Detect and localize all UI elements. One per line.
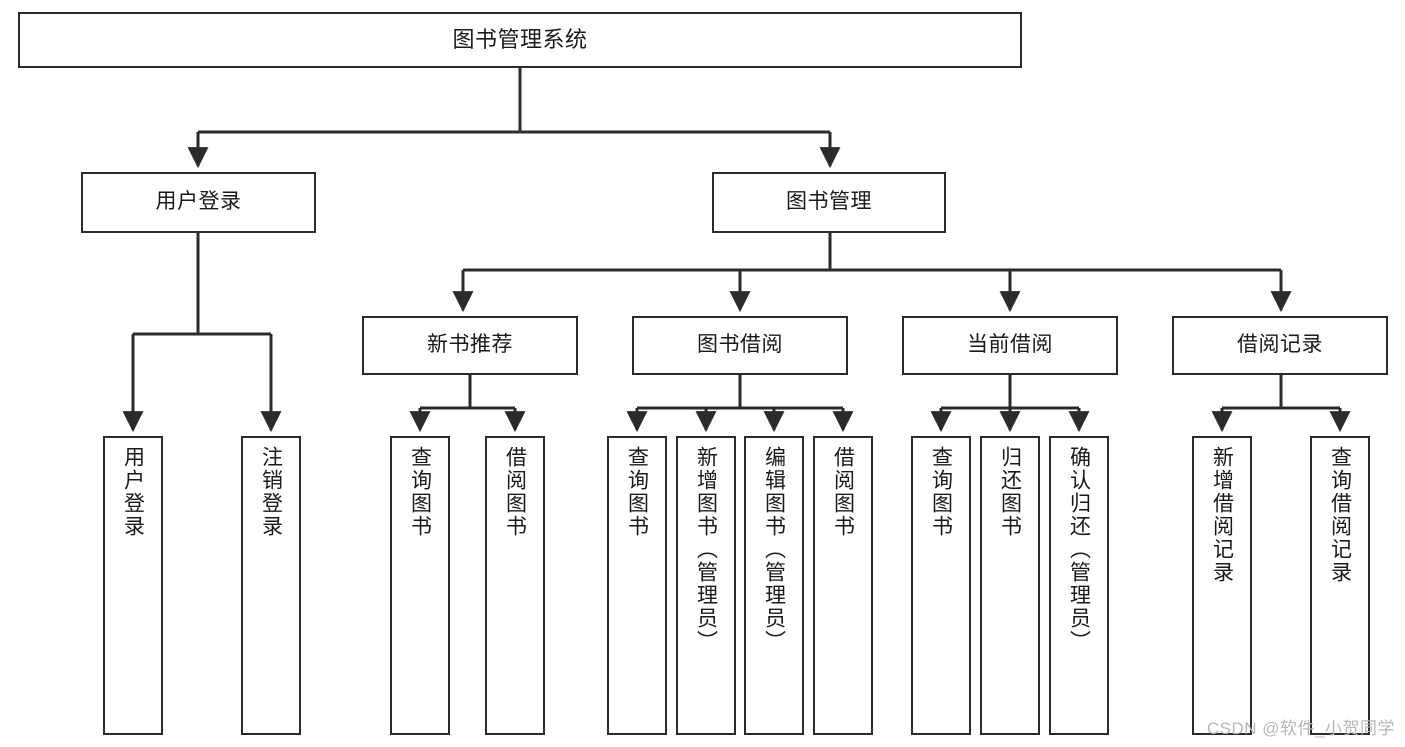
node-leaf-user-logout-label: 注销登录 (259, 446, 283, 538)
node-leaf-borrow-query[interactable]: 查询图书 (607, 436, 667, 735)
node-book-borrow-label: 图书借阅 (697, 333, 783, 357)
node-leaf-rec-query-label: 查询图书 (408, 446, 432, 538)
node-book-manage[interactable]: 图书管理 (712, 172, 946, 233)
node-leaf-rec-add[interactable]: 新增借阅记录 (1192, 436, 1252, 735)
node-leaf-user-login[interactable]: 用户登录 (103, 436, 163, 735)
node-leaf-cur-query-label: 查询图书 (929, 446, 953, 538)
node-current-borrow[interactable]: 当前借阅 (902, 316, 1118, 375)
node-leaf-user-login-label: 用户登录 (121, 446, 145, 538)
node-leaf-borrow-add[interactable]: 新增图书（管理员） (676, 436, 736, 735)
node-leaf-cur-query[interactable]: 查询图书 (911, 436, 971, 735)
node-borrow-record-label: 借阅记录 (1237, 333, 1323, 357)
node-leaf-borrow-add-label: 新增图书（管理员） (694, 446, 718, 653)
node-leaf-borrow-do-label: 借阅图书 (831, 446, 855, 538)
node-leaf-borrow-query-label: 查询图书 (625, 446, 649, 538)
node-leaf-cur-return[interactable]: 归还图书 (980, 436, 1040, 735)
node-leaf-borrow-edit-label: 编辑图书（管理员） (762, 446, 786, 653)
node-leaf-borrow-do[interactable]: 借阅图书 (813, 436, 873, 735)
node-book-borrow[interactable]: 图书借阅 (632, 316, 848, 375)
node-leaf-borrow-edit[interactable]: 编辑图书（管理员） (744, 436, 804, 735)
node-user-login-label: 用户登录 (155, 190, 242, 214)
node-leaf-rec-search-label: 查询借阅记录 (1328, 446, 1352, 584)
node-leaf-cur-confirm-label: 确认归还（管理员） (1067, 446, 1091, 653)
node-current-borrow-label: 当前借阅 (967, 333, 1053, 357)
node-new-book-rec[interactable]: 新书推荐 (362, 316, 578, 375)
node-root[interactable]: 图书管理系统 (18, 12, 1022, 68)
node-leaf-user-logout[interactable]: 注销登录 (241, 436, 301, 735)
node-new-book-rec-label: 新书推荐 (427, 333, 513, 357)
node-leaf-cur-confirm[interactable]: 确认归还（管理员） (1049, 436, 1109, 735)
node-leaf-cur-return-label: 归还图书 (998, 446, 1022, 538)
node-book-manage-label: 图书管理 (786, 190, 872, 214)
node-borrow-record[interactable]: 借阅记录 (1172, 316, 1388, 375)
node-leaf-rec-search[interactable]: 查询借阅记录 (1310, 436, 1370, 735)
node-leaf-rec-borrow-label: 借阅图书 (503, 446, 527, 538)
node-leaf-rec-query[interactable]: 查询图书 (390, 436, 450, 735)
node-leaf-rec-add-label: 新增借阅记录 (1210, 446, 1234, 584)
node-root-label: 图书管理系统 (452, 27, 588, 53)
node-leaf-rec-borrow[interactable]: 借阅图书 (485, 436, 545, 735)
node-user-login[interactable]: 用户登录 (81, 172, 316, 233)
